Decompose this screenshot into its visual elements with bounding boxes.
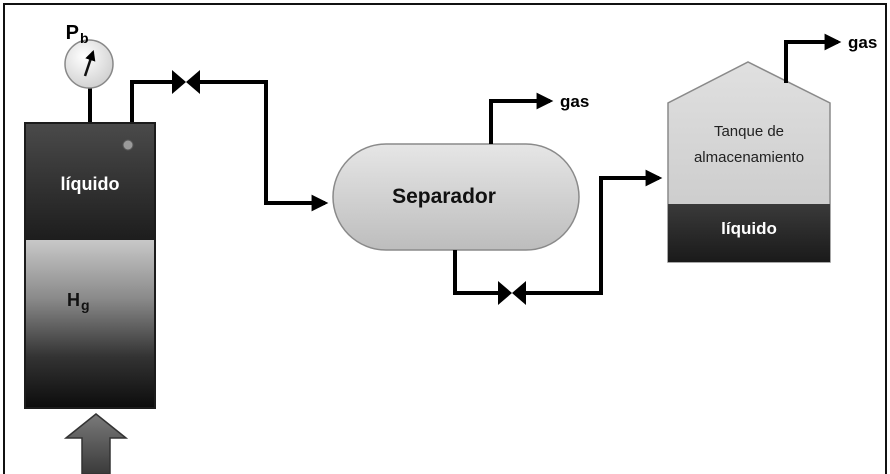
pvt-cell: líquido H g [24,122,156,409]
storage-tank: Tanque de almacenamiento líquido [667,61,831,263]
separator-vessel: Separador [332,143,580,251]
diagram-frame [3,3,887,474]
gauge-needle-icon [83,50,96,77]
gauge-label-sub: b [80,30,89,46]
valve-2-icon [498,281,526,305]
cell-liquid-label: líquido [61,174,120,194]
separator-label: Separador [392,185,496,208]
pipe-valve-to-tank [526,169,663,295]
valve-1-icon [172,70,200,94]
pipe-valve-to-separator [200,80,329,212]
pipe-cell-to-valve [130,80,174,122]
pressure-gauge: P b [64,22,114,122]
gauge-label-main: P [66,22,79,44]
tank-gas-outlet-arrow [784,33,842,83]
cell-port-dot [122,139,134,151]
cell-mercury-region [26,240,154,407]
separator-gas-outlet-arrow [489,92,554,144]
tank-gas-label: gas [848,33,877,52]
mercury-label-main: H [67,290,80,310]
mercury-label-sub: g [81,297,90,313]
tank-title-line1: Tanque de [714,123,784,140]
pipe-separator-to-valve [453,250,499,295]
tank-title-line2: almacenamiento [694,149,804,166]
piston-up-arrow-icon [63,413,129,474]
tank-liquid-region [668,204,830,262]
separator-gas-label: gas [560,92,589,111]
tank-liquid-label: líquido [721,219,777,238]
